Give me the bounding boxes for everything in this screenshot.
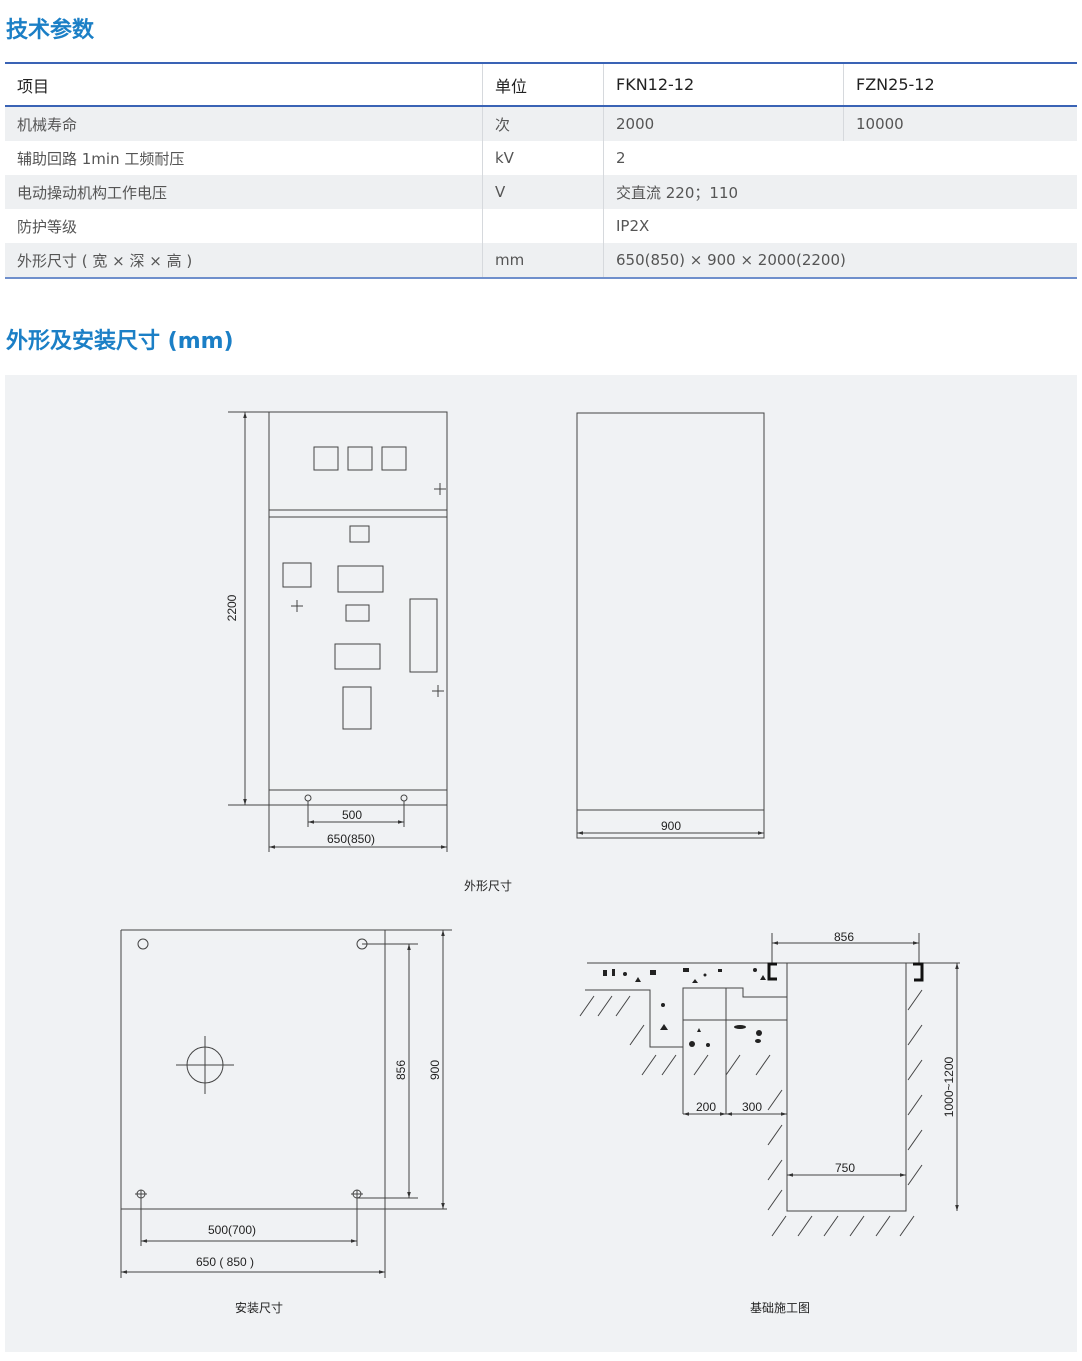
mounting-plan: 856 900 500(700) 650 ( 850 ) — [120, 929, 452, 1278]
cell-item: 电动操动机构工作电压 — [5, 175, 483, 209]
dim-inner-depth: 856 — [394, 1060, 408, 1080]
cell-fzn: 10000 — [843, 106, 1077, 141]
header-unit: 单位 — [482, 63, 604, 107]
cell-unit: 次 — [482, 106, 604, 141]
foundation-drawing: 856 200 300 750 1000~1200 — [579, 930, 960, 1237]
dim-300: 300 — [742, 1100, 762, 1114]
table-row: 机械寿命 次 2000 10000 — [5, 106, 1077, 141]
dim-span: 856 — [834, 930, 854, 944]
cell-item: 机械寿命 — [5, 106, 483, 141]
table-header-row: 项目 单位 FKN12-12 FZN25-12 — [5, 63, 1077, 107]
cell-unit — [482, 209, 604, 243]
dim-trench-depth: 1000~1200 — [942, 1056, 956, 1117]
dim-depth: 900 — [661, 819, 681, 833]
caption-outline: 外形尺寸 — [464, 879, 512, 893]
cell-value: IP2X — [603, 209, 1077, 243]
header-fzn: FZN25-12 — [843, 63, 1077, 107]
cell-unit: mm — [482, 243, 604, 278]
cell-item: 外形尺寸 ( 宽 × 深 × 高 ) — [5, 243, 483, 278]
header-fkn: FKN12-12 — [603, 63, 844, 107]
caption-foundation: 基础施工图 — [750, 1301, 810, 1315]
front-view: 2200 500 650(850) — [225, 411, 448, 852]
cell-value: 交直流 220；110 — [603, 175, 1077, 209]
side-view: 900 — [576, 412, 765, 839]
cell-value: 2 — [603, 141, 1077, 175]
cell-fkn: 2000 — [603, 106, 844, 141]
cell-value: 650(850) × 900 × 2000(2200) — [603, 243, 1077, 278]
caption-mounting: 安装尺寸 — [235, 1300, 283, 1315]
cell-unit: V — [482, 175, 604, 209]
dim-width: 650(850) — [327, 832, 375, 846]
cell-unit: kV — [482, 141, 604, 175]
dim-width: 650 ( 850 ) — [196, 1255, 254, 1269]
dim-outer-depth: 900 — [428, 1060, 442, 1080]
tech-params-table: 项目 单位 FKN12-12 FZN25-12 机械寿命 次 2000 1000… — [5, 62, 1077, 279]
technical-drawings: 2200 500 650(850) 900 外形尺寸 — [120, 411, 960, 1315]
cell-item: 防护等级 — [17, 217, 78, 236]
section-title-tech-params: 技术参数 — [6, 18, 95, 43]
dim-200: 200 — [696, 1100, 716, 1114]
header-item: 项目 — [5, 63, 483, 107]
dim-hole-spacing: 500 — [342, 808, 362, 822]
dim-height: 2200 — [225, 594, 239, 621]
table-row: 辅助回路 1min 工频耐压 kV 2 — [5, 141, 1077, 175]
dim-inner: 750 — [835, 1161, 855, 1175]
section-title-dimensions: 外形及安装尺寸 (mm) — [6, 329, 234, 354]
drawing-panel: 2200 500 650(850) 900 外形尺寸 — [5, 375, 1077, 1352]
dim-hole-spacing: 500(700) — [208, 1223, 256, 1237]
table-row: 电动操动机构工作电压 V 交直流 220；110 — [5, 175, 1077, 209]
table-row: 外形尺寸 ( 宽 × 深 × 高 ) mm 650(850) × 900 × 2… — [5, 243, 1077, 278]
cell-item: 辅助回路 1min 工频耐压 — [17, 149, 185, 168]
table-row: 防护等级 IP2X — [5, 209, 1077, 243]
